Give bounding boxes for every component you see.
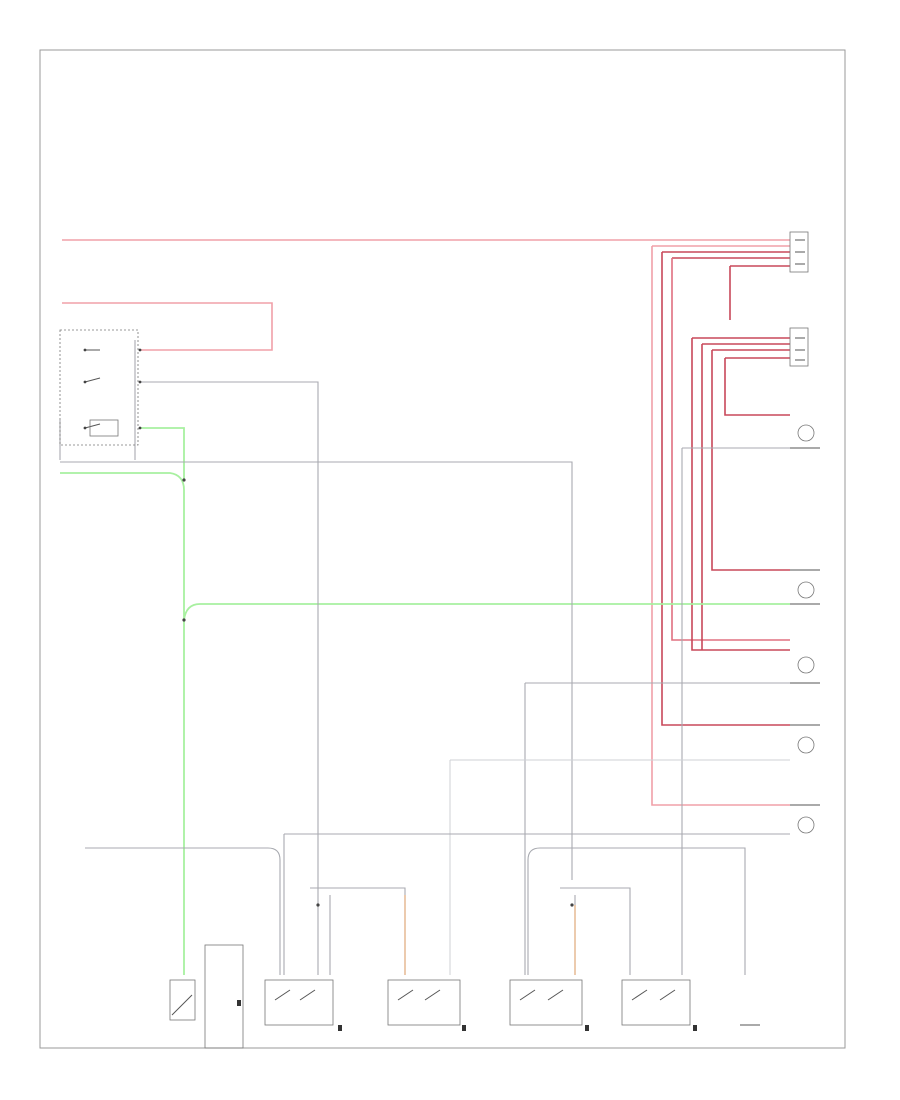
lamp-bulb-icon [797, 424, 815, 834]
bottom-modules [169, 944, 760, 1049]
connector-icon [789, 327, 809, 367]
lamp-terminals [790, 447, 820, 806]
green-wires [60, 427, 790, 975]
gray-wires [59, 340, 790, 975]
ground-symbol-icon [237, 1000, 697, 1031]
connector-icon [789, 231, 809, 273]
diagram-frame [39, 49, 846, 1049]
ignition-switch-block [59, 329, 142, 446]
red-wires [62, 239, 790, 806]
splice-dot-icon [182, 478, 186, 482]
splice-dot-icon [570, 903, 574, 907]
splice-dot-icon [182, 618, 186, 622]
splice-dot-icon [316, 903, 320, 907]
